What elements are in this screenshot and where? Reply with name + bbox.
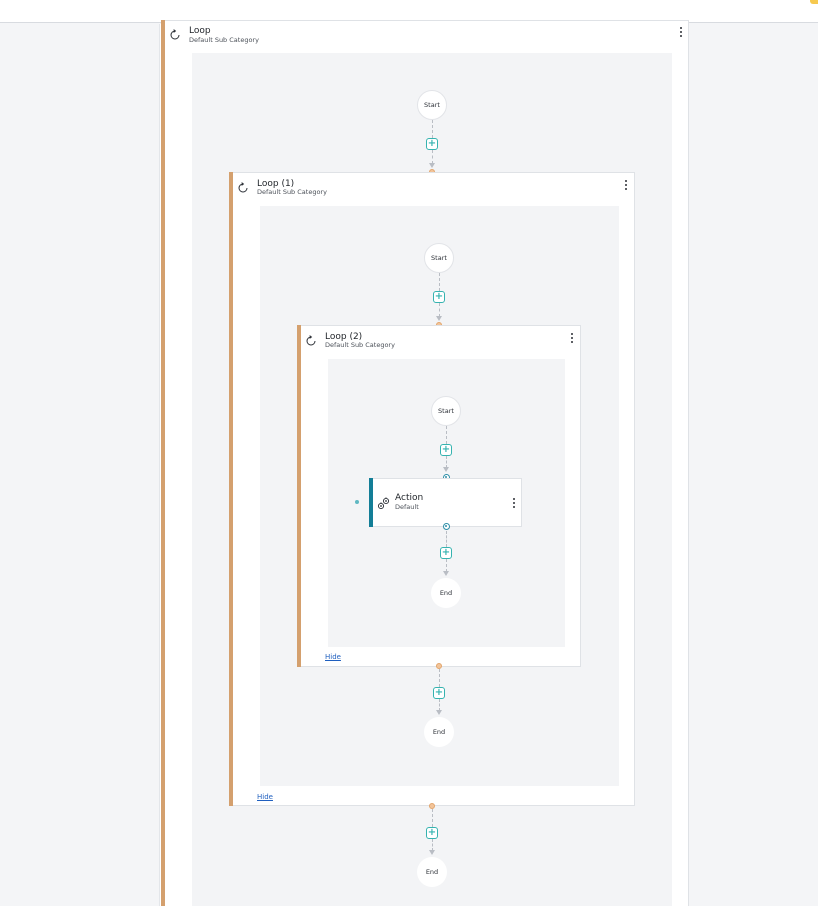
connector-line	[432, 120, 433, 138]
connector-line	[432, 809, 433, 827]
add-step-button[interactable]: +	[440, 547, 452, 559]
connector-line	[439, 669, 440, 687]
loop-arrow-icon	[238, 182, 248, 193]
loop-subtitle: Default Sub Category	[325, 341, 395, 349]
corner-badge	[810, 0, 818, 4]
end-node[interactable]: End	[417, 857, 447, 887]
action-subtitle: Default	[395, 503, 419, 511]
loop-subtitle: Default Sub Category	[189, 36, 259, 44]
connector-line	[439, 273, 440, 291]
connector-arrow	[436, 316, 442, 321]
loop-title: Loop (2)	[325, 332, 363, 342]
connector-arrow	[436, 710, 442, 715]
action-title: Action	[395, 493, 424, 503]
action-side-handle[interactable]	[355, 500, 359, 504]
start-node[interactable]: Start	[431, 396, 461, 426]
connector-line	[439, 303, 440, 317]
connector-arrow	[443, 467, 449, 472]
loop-menu-icon[interactable]	[623, 180, 629, 190]
loop-menu-icon[interactable]	[569, 333, 575, 343]
connector-line	[446, 456, 447, 468]
connector-arrow	[429, 850, 435, 855]
loop-output-port[interactable]	[436, 663, 442, 669]
connector-arrow	[429, 163, 435, 168]
connector-line	[432, 839, 433, 851]
add-step-button[interactable]: +	[433, 291, 445, 303]
connector-line	[432, 150, 433, 164]
loop-arrow-icon	[306, 335, 316, 346]
connector-line	[446, 426, 447, 444]
add-step-button[interactable]: +	[433, 687, 445, 699]
loop-title: Loop	[189, 26, 211, 36]
connector-line	[439, 699, 440, 711]
loop-accent-bar	[297, 325, 301, 667]
loop-output-port[interactable]	[429, 803, 435, 809]
end-node[interactable]: End	[431, 578, 461, 608]
loop-accent-bar	[229, 172, 233, 806]
start-node[interactable]: Start	[424, 243, 454, 273]
hide-link[interactable]: Hide	[325, 653, 341, 661]
connector-line	[446, 559, 447, 572]
add-step-button[interactable]: +	[426, 138, 438, 150]
add-step-button[interactable]: +	[426, 827, 438, 839]
loop-arrow-icon	[170, 29, 180, 40]
loop-subtitle: Default Sub Category	[257, 188, 327, 196]
action-accent-bar	[369, 478, 373, 527]
connector-line	[446, 531, 447, 547]
start-node[interactable]: Start	[417, 90, 447, 120]
action-menu-icon[interactable]	[511, 498, 517, 508]
loop-title: Loop (1)	[257, 179, 295, 189]
end-node[interactable]: End	[424, 717, 454, 747]
add-step-button[interactable]: +	[440, 444, 452, 456]
loop-menu-icon[interactable]	[678, 27, 684, 37]
action-output-port[interactable]	[443, 523, 450, 530]
action-cog-icon	[377, 497, 390, 510]
hide-link[interactable]: Hide	[257, 793, 273, 801]
action-node[interactable]: Action Default	[369, 478, 522, 527]
loop-accent-bar	[161, 20, 165, 906]
connector-arrow	[443, 571, 449, 576]
